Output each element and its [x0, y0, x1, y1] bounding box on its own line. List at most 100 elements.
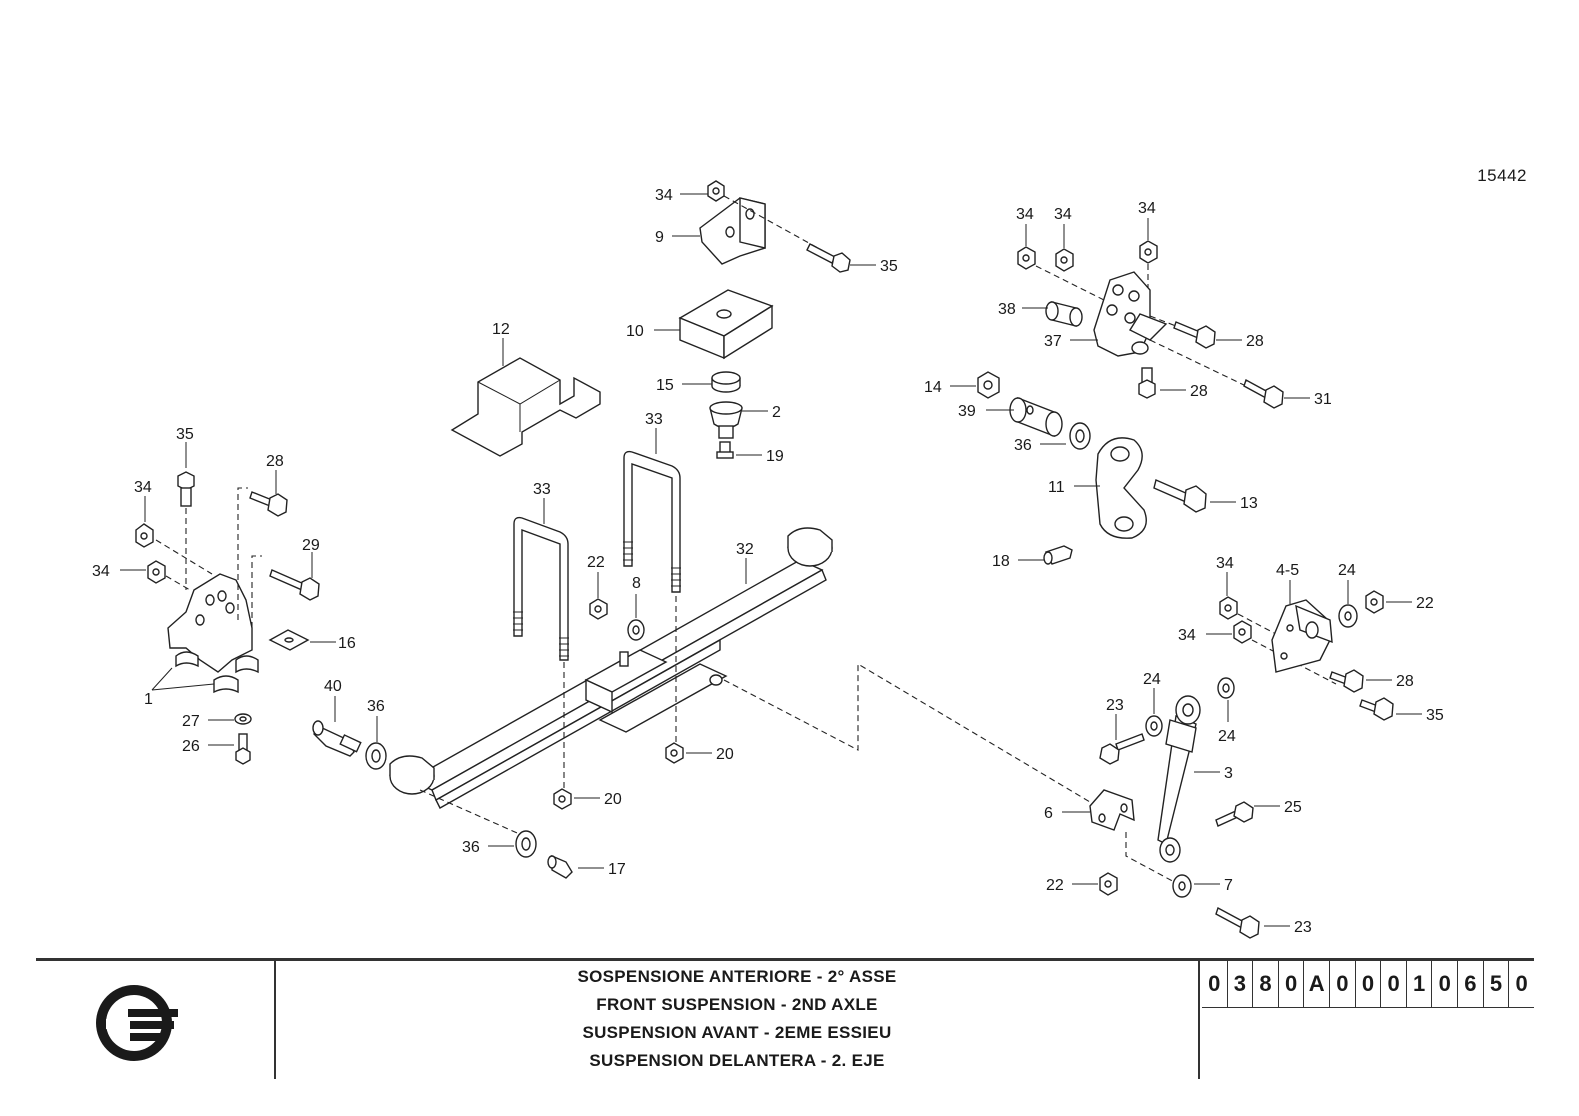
callout-33-right: 33: [645, 411, 663, 428]
callout-27: 27: [182, 713, 200, 730]
callout-7: 7: [1224, 877, 1233, 894]
code-digit: 0: [1279, 961, 1305, 1007]
code-digit: 0: [1356, 961, 1382, 1007]
callout-28-left: 28: [266, 453, 284, 470]
bolt-29: [269, 569, 320, 601]
callout-16: 16: [338, 635, 356, 652]
callout-34-ur-b: 34: [1054, 206, 1072, 223]
nut-34-left-a: [135, 523, 154, 548]
title-italian: SOSPENSIONE ANTERIORE - 2° ASSE: [577, 967, 897, 986]
callout-6: 6: [1044, 805, 1053, 822]
callout-33-left: 33: [533, 481, 551, 498]
code-digit: 0: [1330, 961, 1356, 1007]
rubber-bush-2: [709, 401, 743, 439]
code-digit: 1: [1407, 961, 1433, 1007]
washer-24-mr: [1338, 604, 1358, 628]
title-spanish: SUSPENSION DELANTERA - 2. EJE: [589, 1051, 885, 1070]
callout-28-ur-b: 28: [1190, 383, 1208, 400]
code-digit: 0: [1432, 961, 1459, 1007]
title-block: SOSPENSIONE ANTERIORE - 2° ASSE FRONT SU…: [36, 958, 1534, 1079]
spacer-15: [711, 371, 741, 393]
screw-26: [235, 733, 251, 765]
callout-24-shock-a: 24: [1143, 671, 1161, 688]
callout-11: 11: [1048, 479, 1065, 496]
nut-34-ur-c: [1139, 240, 1158, 264]
callout-1: 1: [144, 691, 153, 708]
callout-28-ur: 28: [1246, 333, 1264, 350]
callout-2: 2: [772, 404, 781, 421]
callout-4-5: 4-5: [1276, 562, 1299, 579]
code-digit: 8: [1253, 961, 1279, 1007]
callout-10: 10: [626, 323, 644, 340]
nut-22-shock: [1099, 872, 1118, 896]
bolt-35-mr: [1359, 697, 1394, 721]
callout-34-left-a: 34: [134, 479, 152, 496]
washer-36-right: [1069, 422, 1091, 450]
bolt-23-lower: [1215, 906, 1260, 939]
callout-34-ur-a: 34: [1016, 206, 1034, 223]
callout-34-mr-a: 34: [1216, 555, 1234, 572]
callout-34-mr-b: 34: [1178, 627, 1196, 644]
title-cell: SOSPENSIONE ANTERIORE - 2° ASSE FRONT SU…: [276, 961, 1200, 1079]
bushing-39: [1009, 396, 1063, 438]
callout-17: 17: [608, 861, 626, 878]
callout-24-mr: 24: [1338, 562, 1356, 579]
callout-34-left-b: 34: [92, 563, 110, 580]
washer-36-left: [365, 742, 387, 770]
code-digit: A: [1304, 961, 1331, 1007]
pin-40: [312, 720, 362, 757]
nut-34-mr-b: [1233, 620, 1252, 644]
callout-39: 39: [958, 403, 976, 420]
bracket-6: [1089, 789, 1135, 831]
nut-22-mr: [1365, 590, 1384, 614]
drawing-number: 15442: [1477, 166, 1527, 185]
code-digit: 5: [1484, 961, 1510, 1007]
nut-20-right: [665, 742, 684, 764]
shackle-link-11: [1095, 437, 1147, 539]
bolt-31: [1243, 378, 1284, 409]
callout-20-left: 20: [604, 791, 622, 808]
callout-40: 40: [324, 678, 342, 695]
callout-22-mr: 22: [1416, 595, 1434, 612]
callout-18: 18: [992, 553, 1010, 570]
exploded-parts-diagram: 34 9 35 10 15 2 19 12 33: [92, 180, 1444, 939]
bushing-38: [1045, 301, 1083, 327]
callout-19: 19: [766, 448, 784, 465]
callout-35: 35: [880, 258, 898, 275]
nut-22-spring: [589, 598, 608, 620]
callout-36-bottom: 36: [462, 839, 480, 856]
nut-14: [977, 371, 1000, 399]
washer-8: [627, 619, 645, 641]
callout-13: 13: [1240, 495, 1258, 512]
callout-23-upper: 23: [1106, 697, 1124, 714]
callout-24-shock-b: 24: [1218, 728, 1236, 745]
bracket-4-5: [1271, 599, 1333, 673]
bracket-9: [699, 197, 766, 265]
callout-36-left: 36: [367, 698, 385, 715]
title-english: FRONT SUSPENSION - 2ND AXLE: [596, 995, 878, 1014]
callout-9: 9: [655, 229, 664, 246]
code-digit: 6: [1458, 961, 1484, 1007]
bolt-28-left: [249, 491, 288, 517]
callout-37: 37: [1044, 333, 1062, 350]
callout-22-shock: 22: [1046, 877, 1064, 894]
shock-absorber-3: [1157, 695, 1201, 863]
callout-29: 29: [302, 537, 320, 554]
u-bolt-33-right: [623, 450, 681, 593]
callout-35-left: 35: [176, 426, 194, 443]
title-french: SUSPENSION AVANT - 2EME ESSIEU: [582, 1023, 892, 1042]
callout-20-right: 20: [716, 746, 734, 763]
nut-34-top: [707, 180, 725, 202]
nut-34-left-b: [147, 560, 166, 584]
nut-20-left: [553, 788, 572, 810]
grease-nipple-17: [547, 854, 573, 879]
callout-22-spring: 22: [587, 554, 605, 571]
callout-31: 31: [1314, 391, 1332, 408]
callout-8: 8: [632, 575, 641, 592]
nut-34-ur-b: [1055, 248, 1074, 272]
bracket-37: [1093, 271, 1168, 357]
code-digit: 0: [1381, 961, 1407, 1007]
nut-34-mr-a: [1219, 596, 1238, 620]
